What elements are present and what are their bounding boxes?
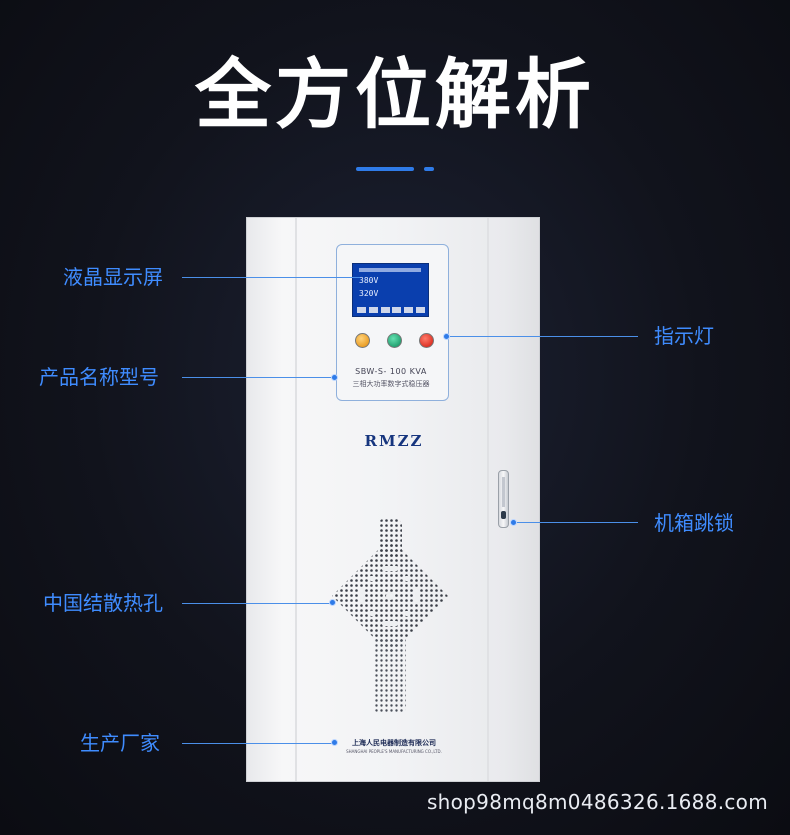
shop-watermark: shop98mq8m0486326.1688.com xyxy=(426,790,768,814)
cabinet-seam-left xyxy=(295,218,297,781)
callout-model-name: 产品名称型号 xyxy=(39,365,159,389)
lcd-screen: 380V 320V xyxy=(352,263,429,317)
callout-vent: 中国结散热孔 xyxy=(43,591,163,615)
keyhole xyxy=(501,511,506,519)
control-panel: 380V 320V SBW-S- 100 KVA 三相大功率数字式稳压器 xyxy=(336,244,449,401)
title-underline-short xyxy=(424,167,434,171)
brand-logo: RMZZ xyxy=(364,432,424,450)
green-lamp xyxy=(387,333,402,348)
callout-line-lcd xyxy=(182,277,360,278)
callout-maker: 生产厂家 xyxy=(80,731,160,755)
callout-line-vent xyxy=(182,603,330,604)
manufacturer-name-en: SHANGHAI PEOPLE'S MANUFACTURING CO.,LTD. xyxy=(346,749,442,754)
callout-line-indicator xyxy=(450,336,638,337)
callout-dot-model xyxy=(331,374,338,381)
callout-line-model xyxy=(182,377,332,378)
red-lamp xyxy=(419,333,434,348)
model-description: 三相大功率数字式稳压器 xyxy=(352,380,430,388)
callout-dot-vent xyxy=(329,599,336,606)
lcd-voltage-2: 320V xyxy=(359,289,379,298)
manufacturer-name: 上海人民电器制造有限公司 xyxy=(352,739,436,747)
stabilizer-cabinet: 380V 320V SBW-S- 100 KVA 三相大功率数字式稳压器 RMZ… xyxy=(246,217,540,782)
callout-dot-maker xyxy=(331,739,338,746)
callout-line-lock xyxy=(517,522,638,523)
lcd-button-row xyxy=(357,307,425,313)
cabinet-seam-right xyxy=(487,218,489,781)
callout-lock: 机箱跳锁 xyxy=(654,511,734,535)
callout-dot-lock xyxy=(510,519,517,526)
callout-lcd-screen: 液晶显示屏 xyxy=(63,265,163,289)
title-underline-long xyxy=(356,167,414,171)
chinese-knot-vent xyxy=(332,518,448,712)
callout-indicator: 指示灯 xyxy=(654,324,714,348)
cabinet-lock-handle[interactable] xyxy=(498,470,509,528)
yellow-lamp xyxy=(355,333,370,348)
callout-dot-indicator xyxy=(443,333,450,340)
callout-line-maker xyxy=(182,743,334,744)
page-title: 全方位解析 xyxy=(195,50,595,139)
model-number: SBW-S- 100 KVA xyxy=(355,367,427,376)
lcd-voltage-1: 380V xyxy=(359,276,379,285)
